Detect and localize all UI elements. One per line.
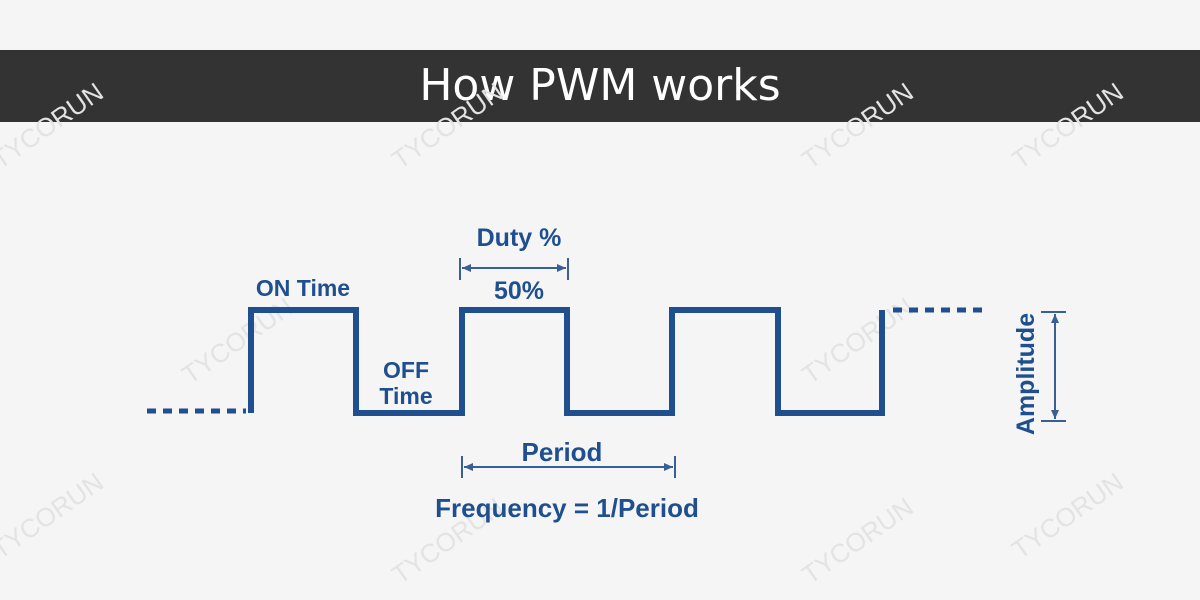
watermark: TYCORUN	[176, 292, 299, 390]
period-label: Period	[522, 437, 603, 467]
watermark: TYCORUN	[0, 77, 109, 175]
on-time-label: ON Time	[256, 275, 350, 301]
off-time-label-line2: Time	[379, 383, 432, 409]
amplitude-label: Amplitude	[1012, 313, 1040, 435]
amplitude-arrow	[1041, 311, 1066, 422]
frequency-formula: Frequency = 1/Period	[435, 493, 699, 523]
pwm-square-wave	[248, 307, 885, 416]
watermark: TYCORUN	[1006, 467, 1129, 565]
watermark: TYCORUN	[796, 492, 919, 590]
watermark: TYCORUN	[0, 467, 109, 565]
off-time-label-line1: OFF	[383, 357, 429, 383]
duty-arrow	[459, 258, 569, 280]
watermark: TYCORUN	[1006, 77, 1129, 175]
title-banner: How PWM works	[0, 50, 1200, 122]
watermark: TYCORUN	[796, 292, 919, 390]
watermark: TYCORUN	[796, 77, 919, 175]
watermark: TYCORUN	[386, 77, 509, 175]
page-title: How PWM works	[419, 60, 781, 111]
period-arrow	[461, 456, 676, 478]
duty-label: Duty %	[477, 224, 562, 252]
duty-value-label: 50%	[494, 277, 544, 305]
